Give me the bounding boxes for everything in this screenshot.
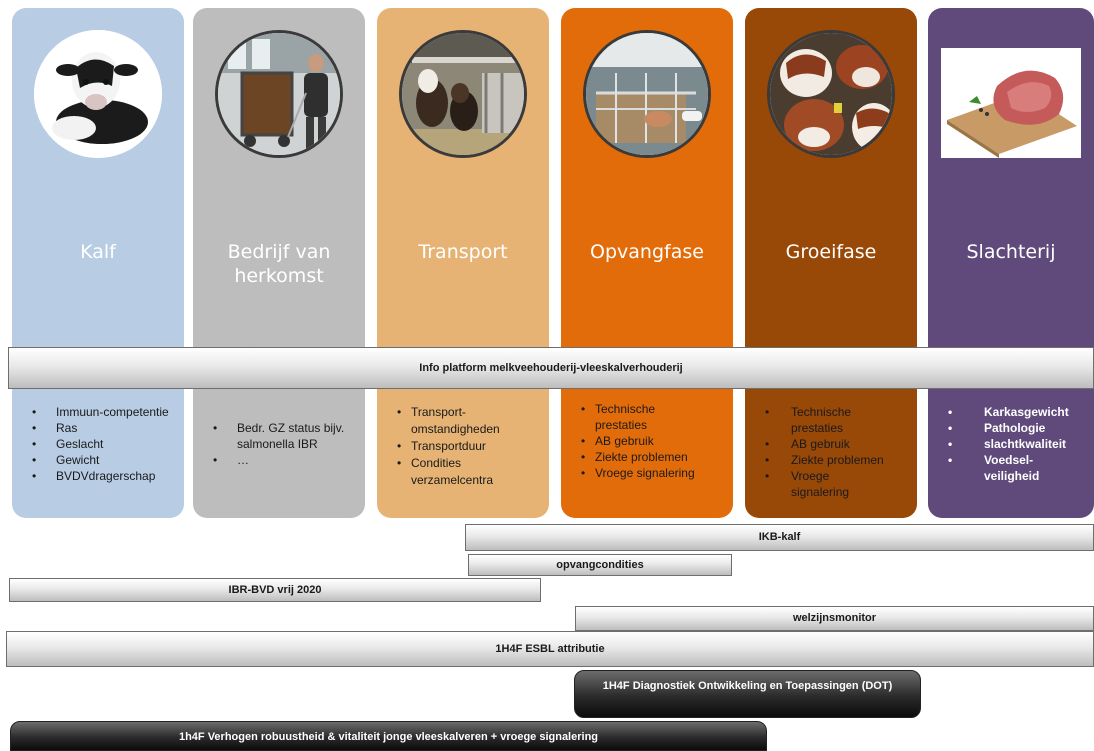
column-bedrijf-van-herkomst: Bedrijf van herkomst Bedr. GZ status bij… xyxy=(193,8,365,518)
column-items: Karkasgewicht Pathologie slachtkwaliteit… xyxy=(928,404,1094,484)
column-groeifase: Groeifase Technische prestaties AB gebru… xyxy=(745,8,917,518)
ibr-bvd-bar: IBR-BVD vrij 2020 xyxy=(9,578,541,602)
calf-photo-icon xyxy=(34,30,162,158)
farmer-with-calf-box-photo-icon xyxy=(215,30,343,158)
robuustheid-bar: 1h4F Verhogen robuustheid & vitaliteit j… xyxy=(10,721,767,751)
calf-heads-photo-icon xyxy=(767,30,895,158)
calves-transport-photo-icon xyxy=(399,30,527,158)
column-title: Groeifase xyxy=(785,241,877,263)
list-item: Pathologie xyxy=(928,420,1094,436)
column-title: Transport xyxy=(418,241,508,263)
column-title: Opvangfase xyxy=(590,241,704,263)
column-items: Bedr. GZ status bijv. salmonella IBR … xyxy=(193,420,365,468)
list-item: Vroege signalering xyxy=(561,465,733,481)
list-item: Condities verzamelcentra xyxy=(377,455,549,489)
list-item: Technische prestaties xyxy=(745,404,917,436)
column-items: Technische prestaties AB gebruik Ziekte … xyxy=(745,404,917,500)
column-items: Immuun-competentie Ras Geslacht Gewicht … xyxy=(12,404,184,484)
column-slachterij: Slachterij Karkasgewicht Pathologie slac… xyxy=(928,8,1094,518)
column-opvangfase: Opvangfase Technische prestaties AB gebr… xyxy=(561,8,733,518)
opvangcondities-bar: opvangcondities xyxy=(468,554,732,576)
column-title: Slachterij xyxy=(966,241,1056,263)
platform-bar: Info platform melkveehouderij-vleeskalve… xyxy=(8,347,1094,389)
list-item: Vroege signalering xyxy=(745,468,917,500)
list-item: Transportduur xyxy=(377,438,549,455)
list-item: Transport-omstandigheden xyxy=(377,404,549,438)
dot-bar: 1H4F Diagnostiek Ontwikkeling en Toepass… xyxy=(574,670,921,718)
list-item: BVDVdragerschap xyxy=(12,468,184,484)
calf-pens-photo-icon xyxy=(583,30,711,158)
list-item: Technische prestaties xyxy=(561,401,733,433)
list-item: Immuun-competentie xyxy=(12,404,184,420)
ikb-kalf-bar: IKB-kalf xyxy=(465,524,1094,551)
list-item: Voedsel-veiligheid xyxy=(928,452,1094,484)
list-item: Ziekte problemen xyxy=(561,449,733,465)
column-title: Kalf xyxy=(80,241,116,263)
column-title: Bedrijf van herkomst xyxy=(227,241,331,287)
welzijnsmonitor-bar: welzijnsmonitor xyxy=(575,606,1094,631)
column-kalf: Kalf Immuun-competentie Ras Geslacht Gew… xyxy=(12,8,184,518)
column-items: Technische prestaties AB gebruik Ziekte … xyxy=(561,401,733,481)
column-transport: Transport Transport-omstandigheden Trans… xyxy=(377,8,549,518)
list-item: AB gebruik xyxy=(745,436,917,452)
column-items: Transport-omstandigheden Transportduur C… xyxy=(377,404,549,489)
list-item: Ras xyxy=(12,420,184,436)
list-item: Bedr. GZ status bijv. salmonella IBR xyxy=(193,420,365,452)
list-item: Geslacht xyxy=(12,436,184,452)
list-item: slachtkwaliteit xyxy=(928,436,1094,452)
list-item: Karkasgewicht xyxy=(928,404,1094,420)
list-item: Ziekte problemen xyxy=(745,452,917,468)
list-item: … xyxy=(193,452,365,468)
list-item: Gewicht xyxy=(12,452,184,468)
meat-on-board-photo-icon xyxy=(941,48,1081,158)
list-item: AB gebruik xyxy=(561,433,733,449)
esbl-attributie-bar: 1H4F ESBL attributie xyxy=(6,631,1094,667)
